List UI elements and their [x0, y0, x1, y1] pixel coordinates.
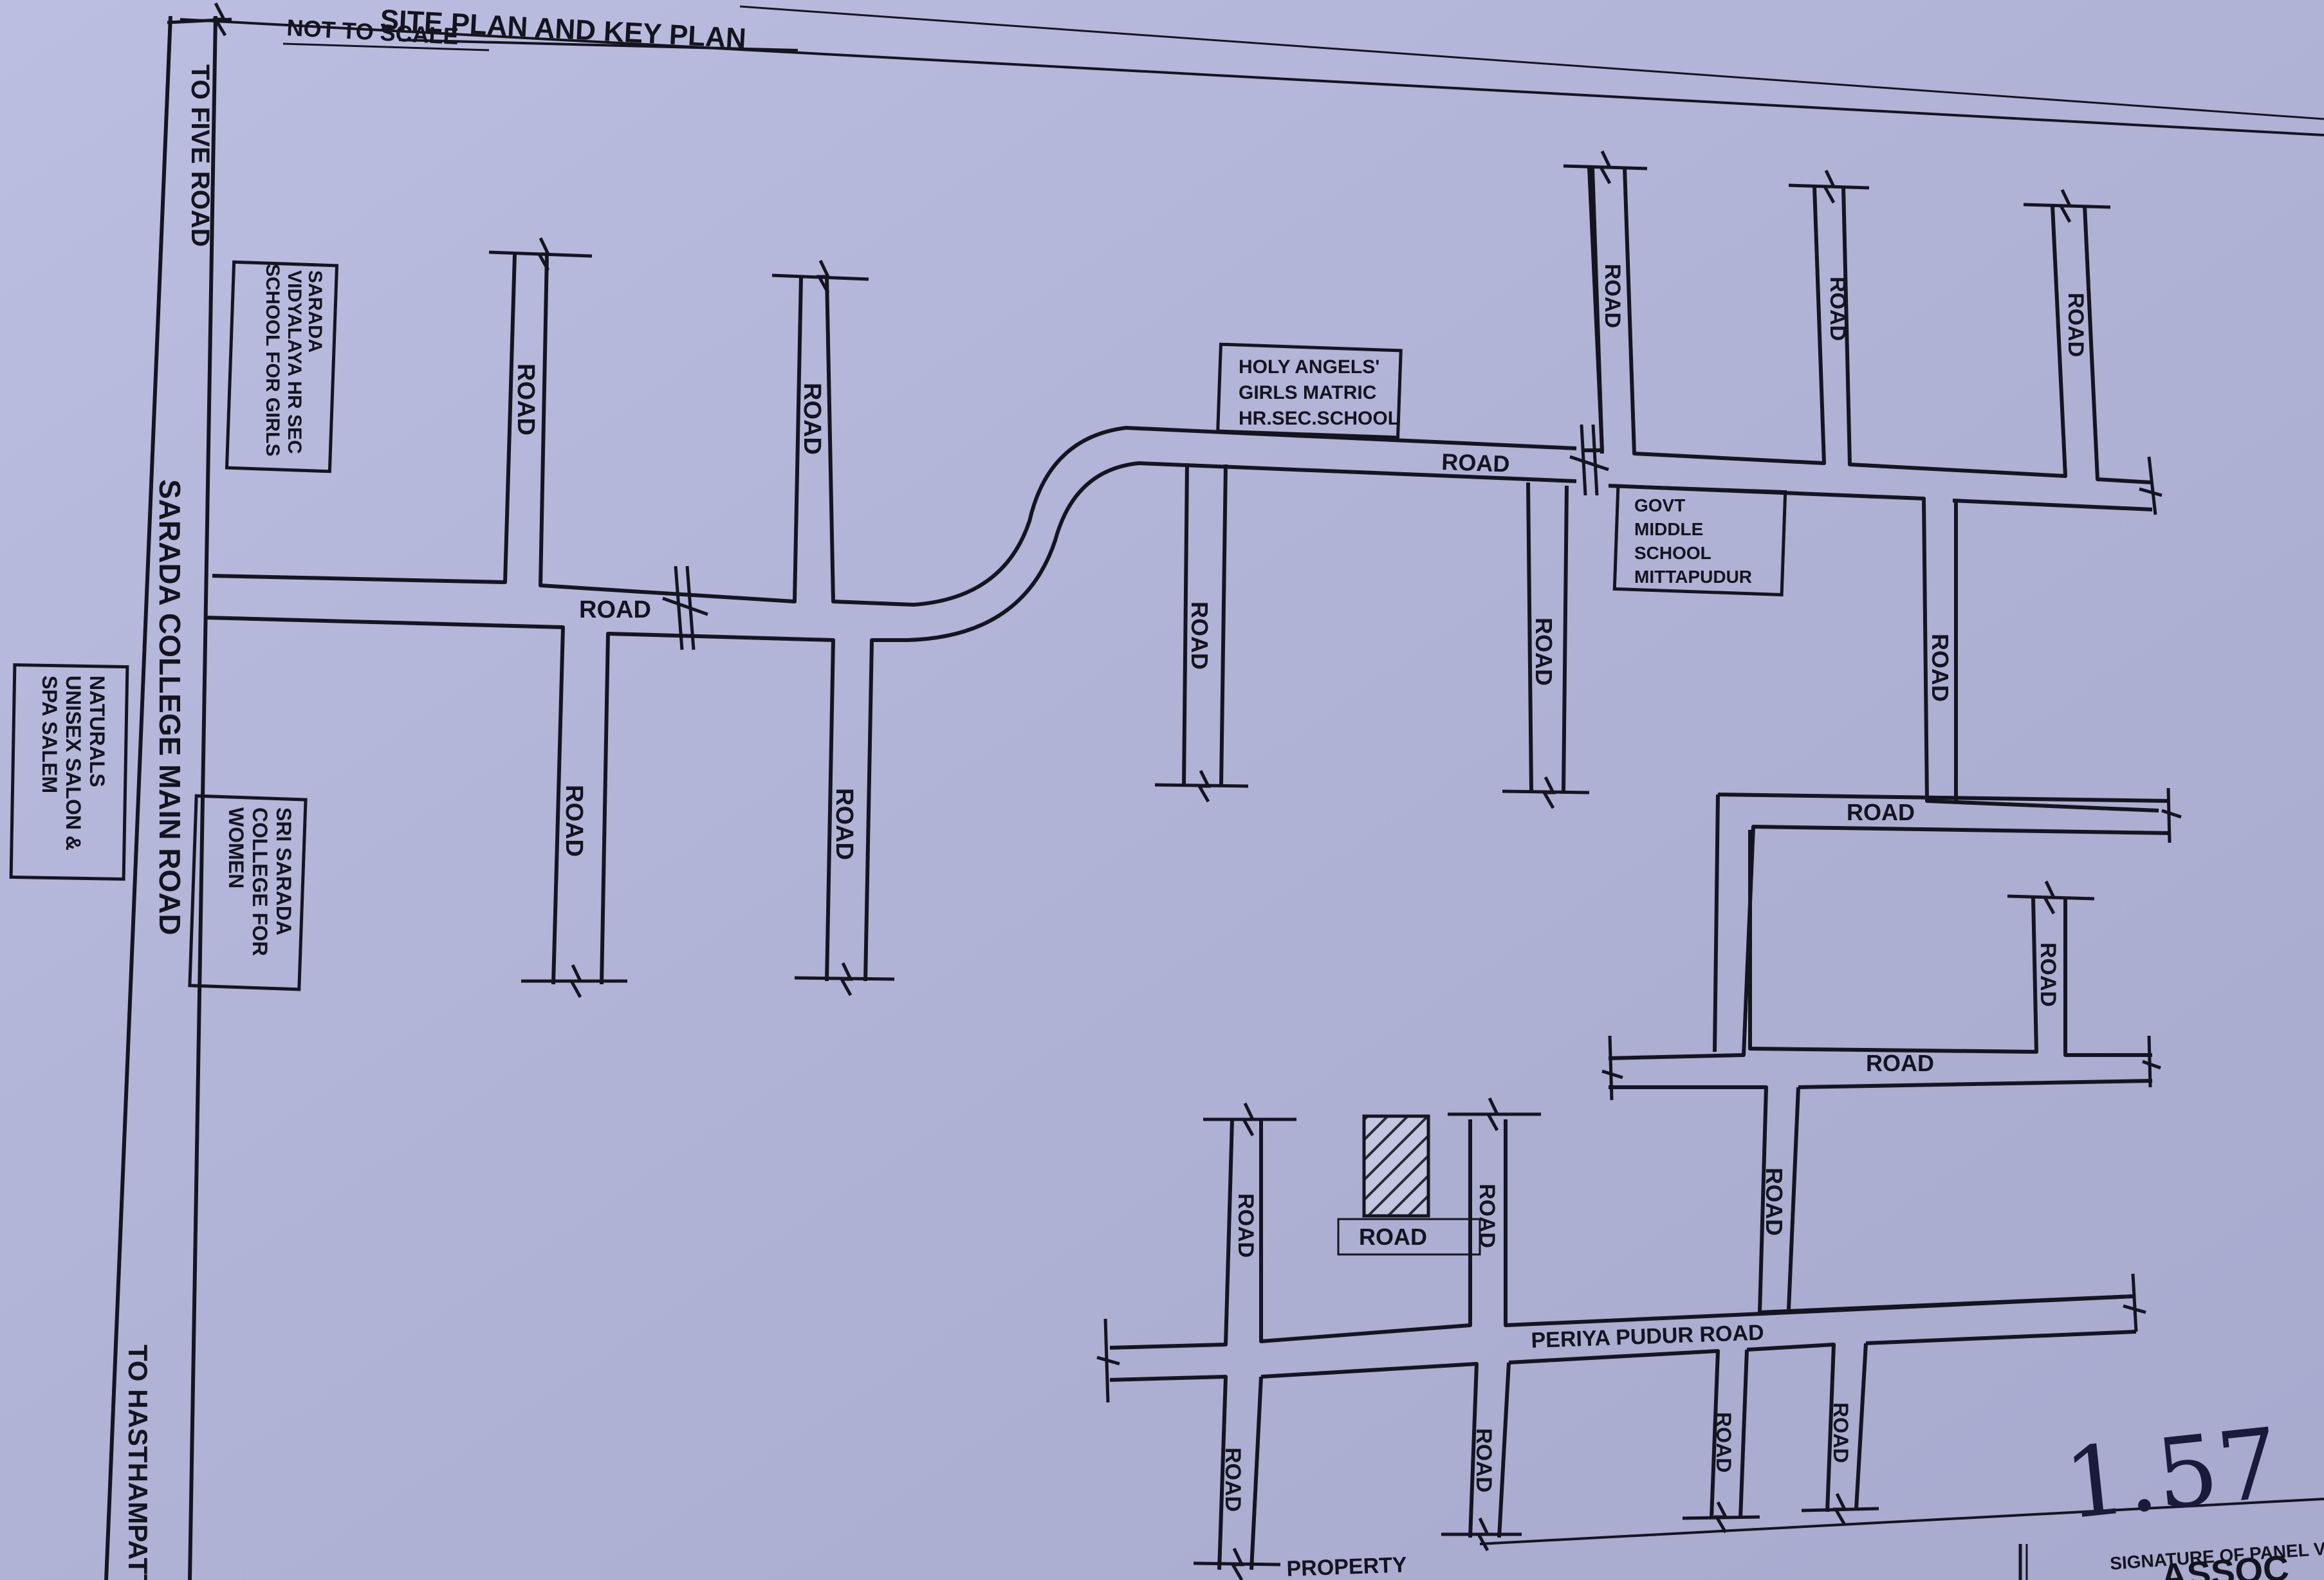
road-label: ROAD	[2063, 293, 2088, 357]
road-label: ROAD	[1825, 277, 1850, 341]
landmark-govt-school: GOVT MIDDLE SCHOOL MITTAPUDUR	[1612, 484, 1787, 597]
road-label: ROAD	[512, 363, 539, 436]
periya-pudur-area: PERIYA PUDUR ROAD ROAD ROAD ROAD ROAD RO…	[1096, 1097, 2146, 1580]
site-access-road-label: ROAD	[1359, 1224, 1427, 1250]
road-label: ROAD	[1600, 264, 1625, 328]
svg-text:NATURALS: NATURALS	[86, 675, 109, 787]
road-label: ROAD	[1927, 634, 1953, 702]
svg-text:GOVT: GOVT	[1634, 495, 1685, 515]
svg-text:SPA SALEM: SPA SALEM	[38, 675, 61, 793]
main-road-label: SARADA COLLEGE MAIN ROAD	[153, 479, 187, 935]
road-label: ROAD	[1847, 799, 1915, 825]
svg-text:HR.SEC.SCHOOL: HR.SEC.SCHOOL	[1239, 408, 1399, 429]
road-label: ROAD	[2036, 942, 2060, 1007]
road-label: ROAD	[831, 788, 858, 860]
svg-text:SARADA: SARADA	[304, 270, 326, 353]
road-label: ROAD	[1441, 448, 1510, 477]
svg-text:SRI SARADA: SRI SARADA	[272, 807, 295, 935]
road-label: ROAD	[1866, 1050, 1934, 1076]
svg-text:SCHOOL FOR GIRLS: SCHOOL FOR GIRLS	[262, 264, 283, 456]
road-label: ROAD	[1475, 1184, 1499, 1248]
road-label: ROAD	[1221, 1447, 1245, 1512]
east-road-network: ROAD ROAD ROAD ROAD ROAD ROAD	[1154, 150, 2163, 813]
road-label: ROAD	[1829, 1402, 1852, 1463]
svg-text:COLLEGE FOR: COLLEGE FOR	[248, 807, 272, 956]
road-label: ROAD	[1761, 1168, 1787, 1236]
landmark-naturals-salon: NATURALS UNISEX SALON & SPA SALEM	[9, 663, 129, 881]
svg-text:VIDYALAYA HR SEC: VIDYALAYA HR SEC	[284, 270, 305, 454]
site-access-road	[1337, 1218, 1481, 1256]
road-label: ROAD	[579, 596, 651, 623]
road-label: ROAD	[560, 785, 587, 857]
svg-text:MITTAPUDUR: MITTAPUDUR	[1634, 567, 1752, 587]
landmark-sarada-school: SARADA VIDYALAYA HR SEC SCHOOL FOR GIRLS	[225, 260, 339, 473]
to-five-road-label: TO FIVE ROAD	[186, 64, 214, 247]
road-label: ROAD	[798, 383, 825, 455]
site-plot	[1362, 1114, 1430, 1218]
road-label: ROAD	[1233, 1193, 1258, 1258]
sheet-border	[180, 5, 2324, 1580]
road-label: ROAD	[1531, 618, 1557, 686]
west-road-network: ROAD ROAD ROAD ROAD ROAD	[205, 237, 1577, 998]
road-label: ROAD	[1712, 1412, 1735, 1473]
handwritten-signature: 1.57	[2060, 1408, 2285, 1541]
road-label: ROAD	[1186, 602, 1213, 670]
property-label: PROPERTY	[1286, 1552, 1408, 1580]
svg-text:HOLY ANGELS': HOLY ANGELS'	[1239, 356, 1379, 378]
road-label: ROAD	[1471, 1428, 1496, 1493]
main-road: SARADA COLLEGE MAIN ROAD TO FIVE ROAD TO…	[104, 2, 232, 1580]
svg-text:UNISEX SALON &: UNISEX SALON &	[62, 675, 85, 850]
landmark-sri-sarada-college: SRI SARADA COLLEGE FOR WOMEN	[188, 794, 308, 991]
svg-text:GIRLS MATRIC: GIRLS MATRIC	[1239, 382, 1376, 403]
to-hasthampatti-label: TO HASTHAMPATTI	[123, 1345, 153, 1580]
svg-text:MIDDLE: MIDDLE	[1634, 519, 1703, 539]
landmark-holy-angels: HOLY ANGELS' GIRLS MATRIC HR.SEC.SCHOOL	[1216, 342, 1403, 439]
svg-text:WOMEN: WOMEN	[225, 807, 248, 888]
svg-text:SCHOOL: SCHOOL	[1634, 543, 1711, 563]
